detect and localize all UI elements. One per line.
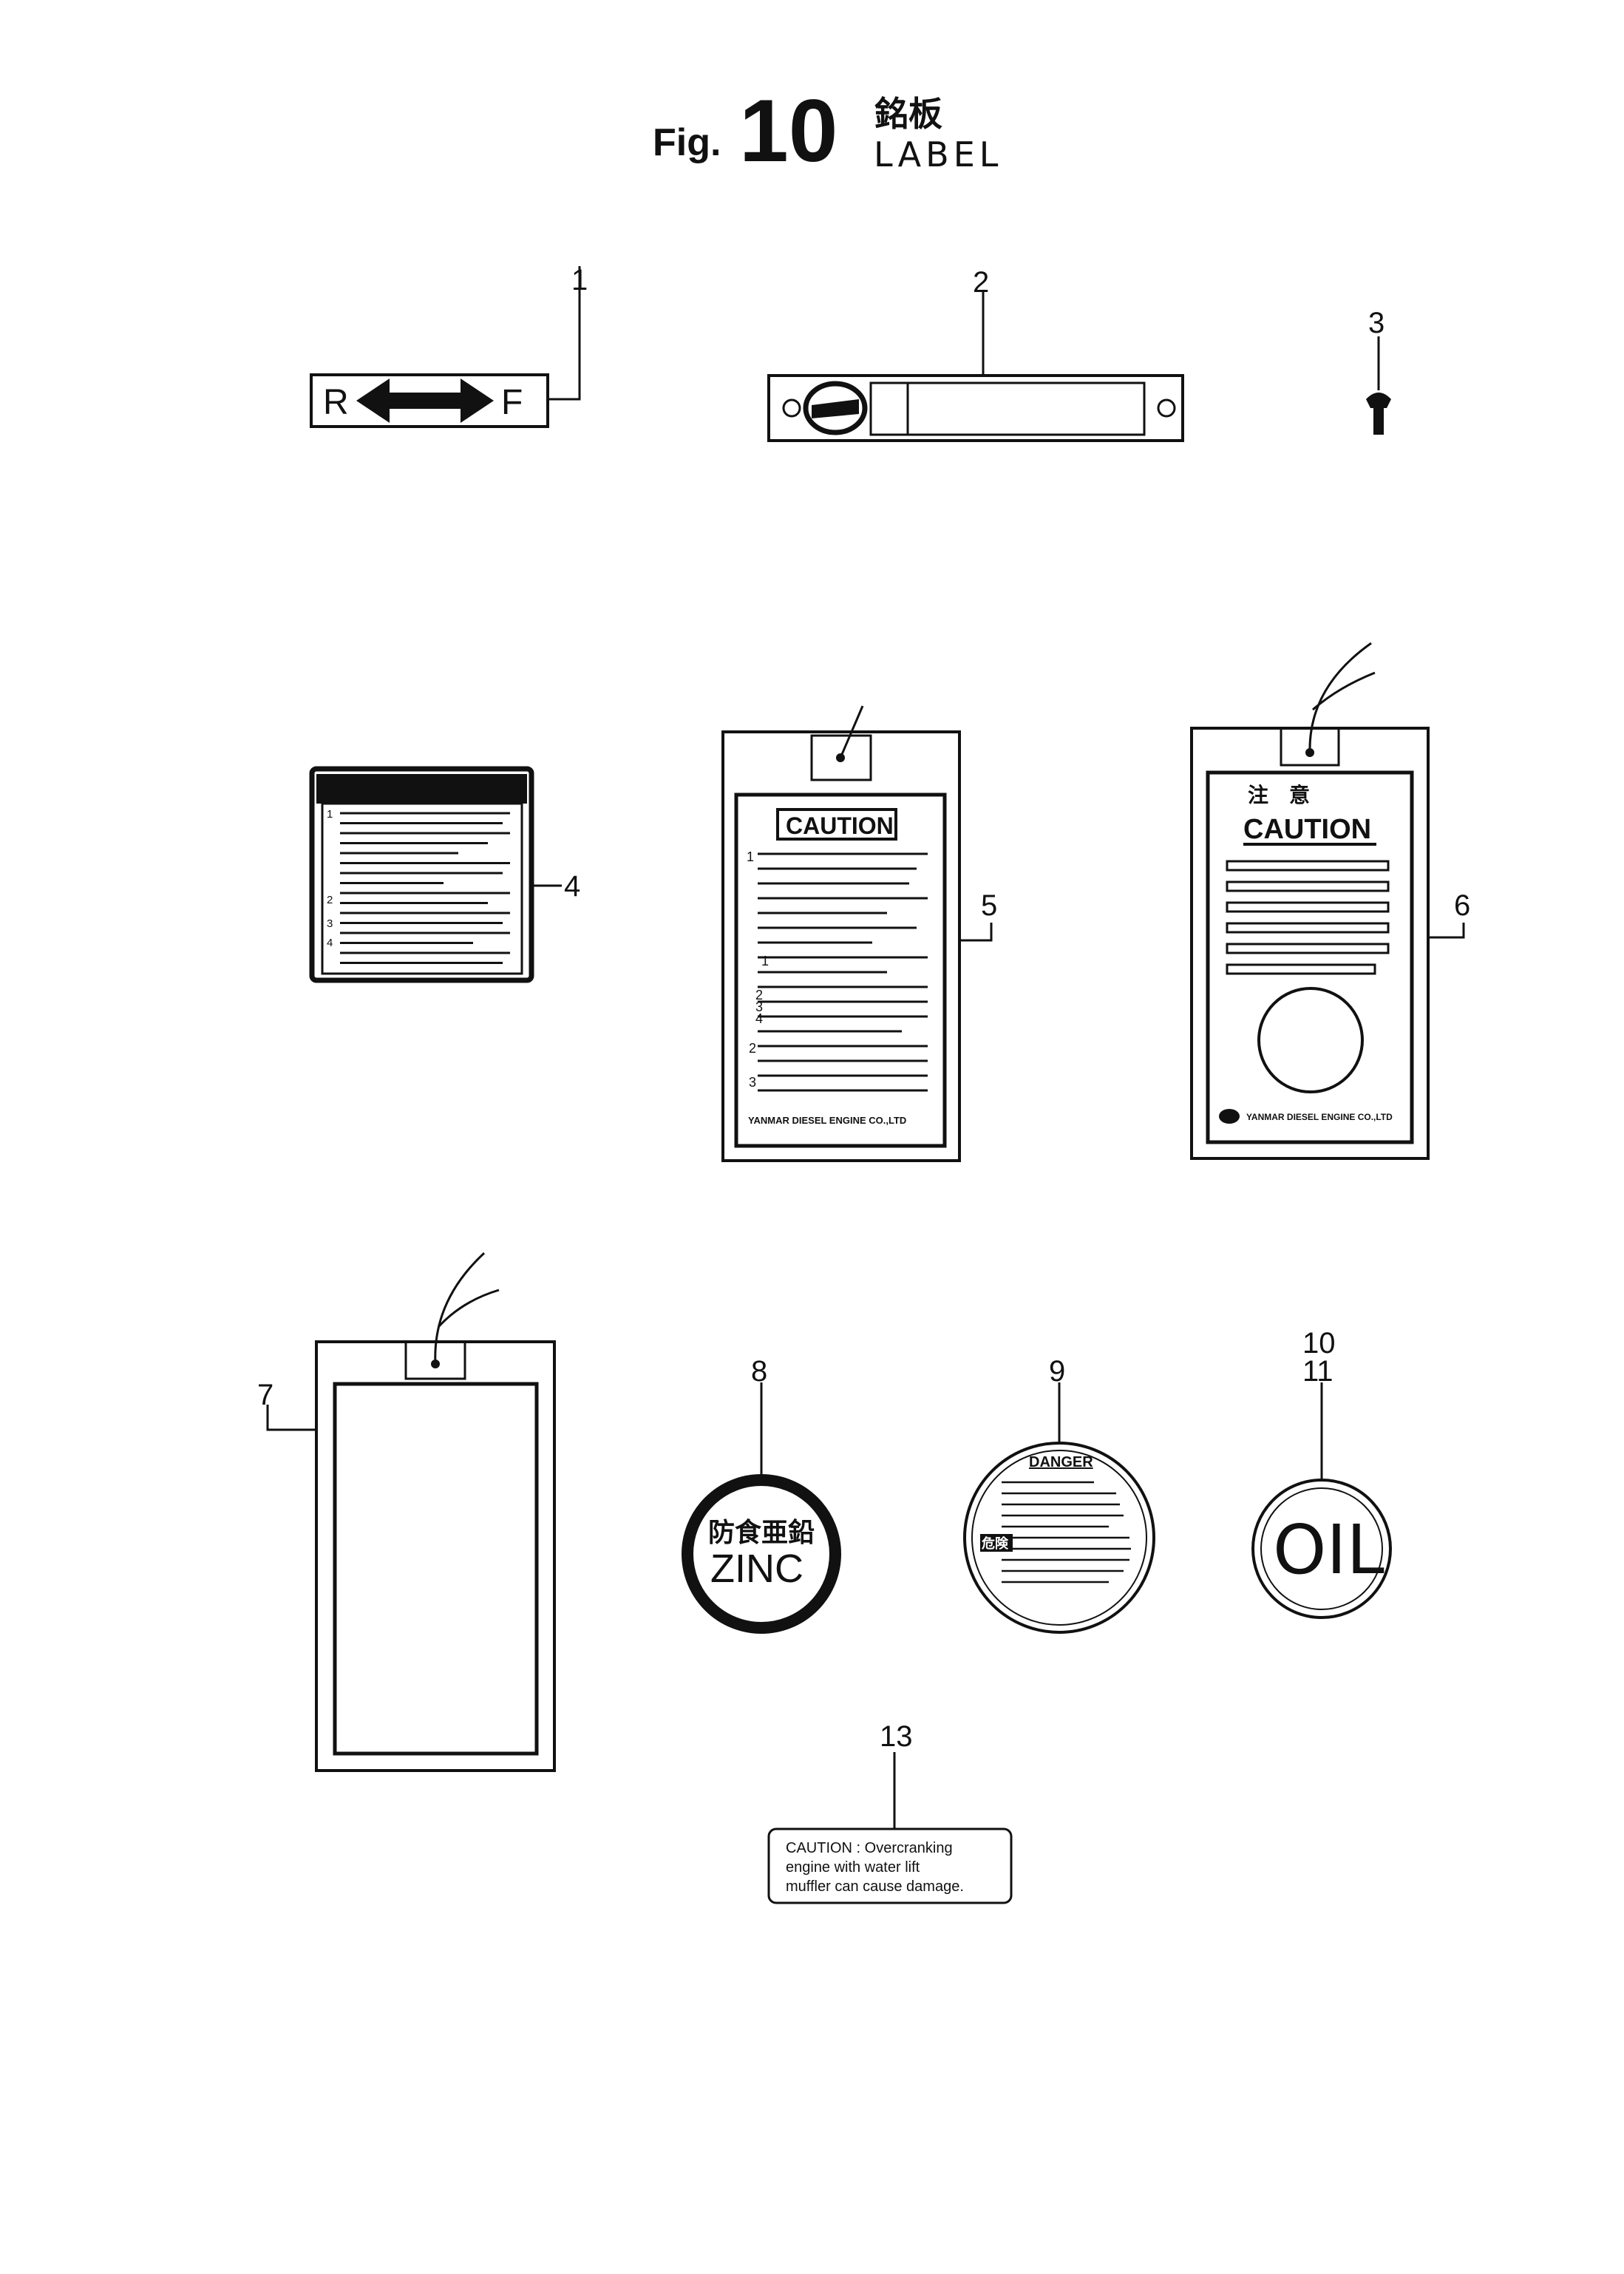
part-6-heading: CAUTION (1243, 814, 1371, 845)
part-13-line-3: muffler can cause damage. (786, 1878, 964, 1895)
callout-10: 10 (1302, 1327, 1336, 1360)
callout-4: 4 (564, 870, 580, 903)
rivet-icon (1366, 393, 1391, 435)
part-9-heading: DANGER (1029, 1454, 1093, 1470)
yanmar-logo-icon (1219, 1109, 1240, 1124)
part-5-num-d: 3 (755, 999, 763, 1014)
part-13-line-1: CAUTION : Overcranking (786, 1840, 953, 1856)
callout-13: 13 (880, 1720, 913, 1753)
part-4-num-1: 1 (327, 808, 333, 821)
callout-5: 5 (981, 889, 997, 922)
part-6-heading-jp: 注 意 (1248, 783, 1310, 807)
part-6-footer: YANMAR DIESEL ENGINE CO.,LTD (1246, 1112, 1393, 1122)
part-4-instruction-label: 1 2 3 4 4 (309, 766, 580, 983)
double-arrow-icon (356, 379, 494, 423)
part-4-num-2: 2 (327, 894, 333, 906)
callout-2: 2 (973, 266, 989, 299)
callout-8: 8 (751, 1355, 767, 1388)
part-7-blank-tag: 7 (257, 1252, 556, 1772)
yanmar-logo-icon (803, 381, 868, 435)
part-1-left-letter: R (323, 383, 349, 422)
title-jp: 銘板 (874, 94, 942, 134)
part-5-caution-tag: CAUTION 1 1 2 3 4 2 3 YANMAR DIESEL ENGI… (721, 705, 997, 1162)
part-5-num-c: 2 (755, 988, 763, 1002)
figure-header: Fig. 10 銘板 LABEL (653, 81, 1002, 180)
part-5-footer: YANMAR DIESEL ENGINE CO.,LTD (748, 1115, 906, 1126)
part-5-num-a: 1 (747, 849, 754, 864)
callout-9: 9 (1049, 1355, 1065, 1388)
fig-prefix: Fig. (653, 121, 721, 164)
callout-11: 11 (1302, 1355, 1333, 1388)
part-5-num-g: 3 (749, 1075, 756, 1090)
part-1-direction-label: R F 1 (310, 264, 588, 428)
part-9-danger-label: DANGER 危険 9 (963, 1355, 1155, 1634)
part-6-blank-circle (1257, 987, 1364, 1093)
part-6-caution-tag: 注 意 CAUTION YANMAR DIESEL ENGINE CO.,LTD… (1190, 642, 1470, 1160)
part-4-text-lines (340, 812, 510, 964)
part-13-line-2: engine with water lift (786, 1859, 920, 1876)
callout-1: 1 (571, 264, 588, 296)
part-5-num-f: 2 (749, 1041, 756, 1056)
part-5-num-b: 1 (761, 954, 769, 968)
part-10-text: OIL (1273, 1510, 1385, 1589)
part-10-oil-label: OIL 10 11 (1251, 1327, 1392, 1619)
part-5-heading: CAUTION (786, 812, 894, 839)
part-5-text-lines (758, 852, 928, 1092)
part-1-right-letter: F (501, 383, 523, 422)
part-8-en-text: ZINC (710, 1547, 803, 1591)
part-8-jp-text: 防食亜鉛 (708, 1518, 815, 1548)
fig-number: 10 (739, 81, 838, 180)
part-3-rivet: 3 (1366, 307, 1391, 435)
callout-3: 3 (1368, 307, 1385, 339)
part-8-zinc-label: 防食亜鉛 ZINC 8 (682, 1355, 841, 1634)
callout-6: 6 (1454, 889, 1470, 922)
part-5-num-e: 4 (755, 1011, 763, 1026)
callout-7: 7 (257, 1379, 274, 1411)
part-4-num-4: 4 (327, 937, 333, 949)
part-4-num-3: 3 (327, 917, 333, 930)
part-9-jp-text: 危険 (981, 1535, 1009, 1552)
part-13-caution-sticker: CAUTION : Overcranking engine with water… (767, 1720, 1013, 1904)
title-en: LABEL (874, 135, 1002, 174)
part-2-nameplate: 2 (767, 266, 1184, 442)
part-9-text-lines (1002, 1481, 1131, 1584)
